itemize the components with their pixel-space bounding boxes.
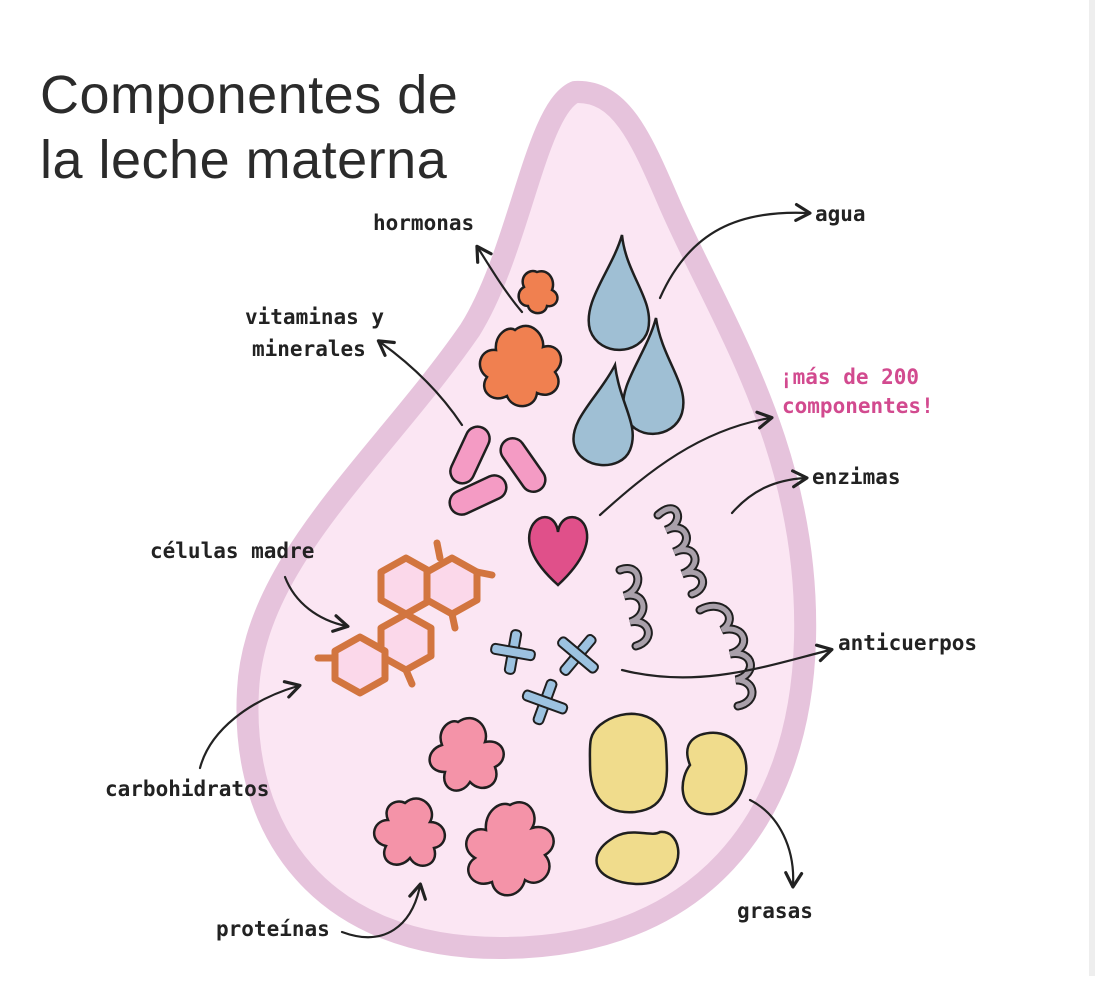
heart-icon (527, 516, 589, 587)
label-hormonas: hormonas (373, 211, 475, 235)
arrow-highlight (598, 410, 774, 517)
water-drop-icon (572, 360, 635, 467)
protein-icon (373, 797, 446, 867)
arrow-proteinas (340, 882, 427, 939)
protein-icon (428, 716, 505, 792)
title-line-2: la leche materna (40, 130, 448, 190)
label-grasas: grasas (737, 899, 813, 923)
arrow-vitaminas (376, 339, 464, 427)
arrow-agua (658, 202, 812, 300)
pointer-arrows (198, 202, 834, 939)
enzyme-coils-fill (617, 506, 755, 709)
milk-drop-shape (236, 80, 817, 959)
right-edge-strip (1089, 0, 1095, 976)
label-proteinas: proteínas (216, 917, 330, 941)
hexagon-icon (423, 554, 481, 618)
protein-icons (373, 716, 555, 897)
arrow-hormonas (475, 244, 524, 314)
stem-cell-bonds (314, 539, 496, 688)
stem-cell-hexagons (331, 554, 481, 697)
label-enzimas: enzimas (812, 465, 901, 489)
fat-globule-icon (595, 830, 680, 886)
capsule-icon (449, 425, 491, 485)
water-drop-icon (587, 234, 651, 352)
arrow-carbohidratos (198, 680, 302, 770)
water-drop-icon (621, 317, 685, 435)
arrow-celulas (283, 575, 350, 633)
label-highlight-line2: componentes! (782, 394, 934, 418)
protein-icon (465, 801, 555, 897)
title-line-1: Componentes de (40, 65, 459, 125)
hormone-icon (517, 269, 559, 315)
label-celulas-madre: células madre (150, 539, 315, 563)
label-anticuerpos: anticuerpos (838, 631, 978, 655)
label-highlight-line1: ¡más de 200 (780, 365, 920, 389)
antibody-icon (557, 634, 599, 676)
capsule-icon (499, 437, 547, 493)
antibody-icons (490, 629, 599, 726)
fat-globule-icon (588, 712, 669, 814)
hormone-icons (478, 269, 563, 408)
antibody-icon (490, 629, 536, 675)
label-vitaminas-line1: vitaminas y (245, 305, 385, 329)
arrow-grasas (748, 798, 804, 889)
fat-globule-icon (681, 731, 748, 816)
label-agua: agua (815, 202, 866, 226)
antibody-icon (521, 678, 569, 726)
fat-icons (588, 712, 748, 886)
hexagon-icon (331, 633, 389, 697)
capsule-icon (448, 474, 508, 516)
arrow-enzimas (730, 469, 809, 515)
label-carbohidratos: carbohidratos (105, 777, 270, 801)
hormone-icon (478, 324, 563, 408)
vitamin-capsules (448, 425, 547, 516)
label-vitaminas-line2: minerales (252, 337, 366, 361)
arrow-anticuerpos (620, 643, 834, 679)
water-drops (572, 234, 685, 467)
